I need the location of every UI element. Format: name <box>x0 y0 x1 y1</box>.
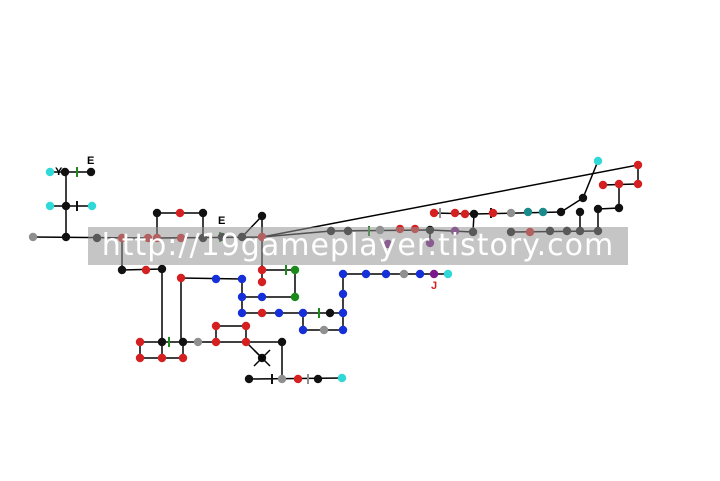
room-node-red <box>460 209 470 219</box>
room-node-blue <box>298 308 308 318</box>
room-node-red <box>633 160 643 170</box>
room-node-teal <box>523 207 533 217</box>
room-node-red <box>176 273 186 283</box>
room-node-cyan <box>443 269 453 279</box>
room-node-red <box>450 208 460 218</box>
room-node-gray <box>277 374 287 384</box>
room-node-black <box>244 374 254 384</box>
room-node-cyan <box>337 373 347 383</box>
room-node-cyan <box>87 201 97 211</box>
room-node-gray <box>319 325 329 335</box>
map-label-e-mid: E <box>218 215 225 227</box>
room-node-red <box>135 337 145 347</box>
room-node-black <box>575 207 585 217</box>
room-node-red <box>141 265 151 275</box>
room-node-red <box>178 353 188 363</box>
room-node-blue <box>361 269 371 279</box>
map-labels: E E Y J <box>55 155 437 292</box>
room-node-blue <box>237 274 247 284</box>
room-node-green <box>290 292 300 302</box>
room-node-black <box>157 337 167 347</box>
room-node-purple <box>429 269 439 279</box>
room-node-red <box>241 321 251 331</box>
room-node-red <box>488 208 498 218</box>
room-node-blue <box>338 289 348 299</box>
room-node-red <box>157 353 167 363</box>
room-node-blue <box>274 308 284 318</box>
room-node-blue <box>237 308 247 318</box>
map-edge <box>261 164 639 238</box>
room-node-red <box>598 180 608 190</box>
room-node-gray <box>399 269 409 279</box>
room-node-red <box>614 179 624 189</box>
map-edge <box>560 197 584 213</box>
room-node-black <box>198 208 208 218</box>
room-node-red <box>257 265 267 275</box>
room-node-teal <box>538 207 548 217</box>
room-node-black <box>313 374 323 384</box>
room-node-green <box>290 265 300 275</box>
room-node-red <box>211 337 221 347</box>
room-node-black <box>257 211 267 221</box>
room-node-blue <box>415 269 425 279</box>
map-edge <box>180 277 243 280</box>
room-node-black <box>157 264 167 274</box>
room-node-cyan <box>593 156 603 166</box>
room-node-red <box>175 208 185 218</box>
cross-marker-icon <box>253 349 271 367</box>
map-label-y-mark: Y <box>55 166 63 178</box>
room-node-black <box>277 337 287 347</box>
room-node-blue <box>298 325 308 335</box>
room-node-black <box>117 265 127 275</box>
room-node-gray <box>28 232 38 242</box>
room-node-black <box>578 193 588 203</box>
room-node-blue <box>338 308 348 318</box>
room-node-black <box>593 204 603 214</box>
room-node-blue <box>211 274 221 284</box>
room-node-gray <box>193 337 203 347</box>
room-node-black <box>614 203 624 213</box>
room-node-black <box>469 209 479 219</box>
map-label-e-top: E <box>87 155 94 167</box>
map-edge <box>582 160 599 199</box>
map-edge <box>473 211 562 215</box>
room-node-red <box>429 208 439 218</box>
room-node-blue <box>338 325 348 335</box>
watermark: http://19gameplayer.tistory.com <box>88 227 628 265</box>
room-node-red <box>293 374 303 384</box>
room-node-red <box>241 337 251 347</box>
room-node-black <box>325 308 335 318</box>
map-nodes <box>28 156 643 384</box>
map-label-j-mark: J <box>431 280 437 292</box>
room-node-black <box>178 337 188 347</box>
room-node-black <box>61 232 71 242</box>
room-node-black <box>152 208 162 218</box>
room-node-black <box>86 167 96 177</box>
room-node-red <box>257 277 267 287</box>
room-node-red <box>135 353 145 363</box>
room-node-blue <box>338 269 348 279</box>
room-node-blue <box>381 269 391 279</box>
room-node-black <box>556 207 566 217</box>
room-node-cyan <box>45 201 55 211</box>
room-node-black <box>60 167 70 177</box>
room-node-black <box>61 201 71 211</box>
room-node-red <box>211 321 221 331</box>
room-node-red <box>633 179 643 189</box>
room-node-cyan <box>45 167 55 177</box>
room-node-gray <box>506 208 516 218</box>
room-node-red <box>257 308 267 318</box>
room-node-blue <box>257 292 267 302</box>
room-node-blue <box>237 292 247 302</box>
